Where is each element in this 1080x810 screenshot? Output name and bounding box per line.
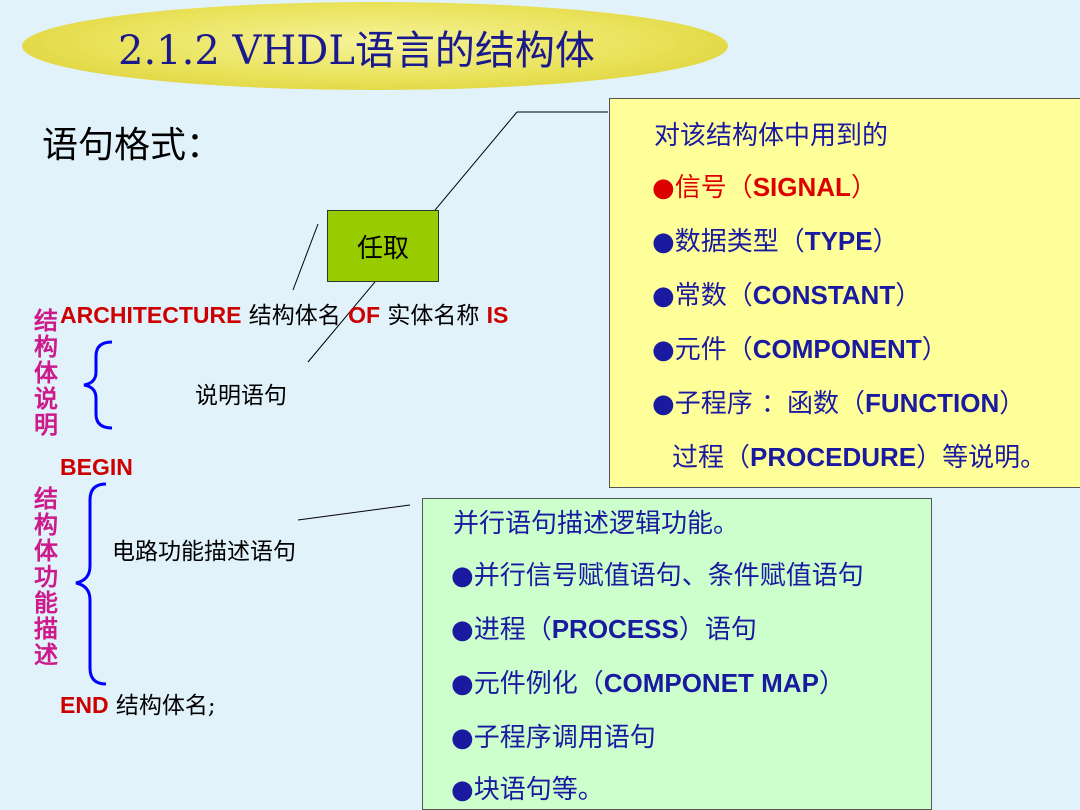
declaration-item: ●信号（SIGNAL） — [652, 172, 877, 203]
function-item: ●子程序调用语句 — [451, 723, 656, 753]
end-architecture-name: 结构体名; — [108, 693, 216, 719]
declaration-item: ●数据类型（TYPE） — [652, 226, 899, 257]
title-banner — [22, 2, 728, 90]
page-title: 2.1.2 VHDL语言的结构体 — [118, 28, 595, 74]
function-item: ●进程（PROCESS）语句 — [451, 614, 757, 645]
function-brace — [75, 482, 107, 686]
end-keyword: END — [60, 692, 109, 718]
begin-keyword: BEGIN — [60, 454, 133, 480]
is-keyword: IS — [486, 302, 509, 328]
bullet-icon: ● — [652, 335, 675, 365]
function-item: ●元件例化（COMPONET MAP） — [451, 668, 845, 699]
declaration-info-box: 对该结构体中用到的 ●信号（SIGNAL） ●数据类型（TYPE） ●常数（CO… — [609, 98, 1080, 488]
bullet-icon: ● — [451, 615, 474, 645]
declaration-procedure-line: 过程（PROCEDURE）等说明。 — [672, 442, 1047, 473]
bullet-icon: ● — [652, 389, 675, 419]
bullet-icon: ● — [451, 669, 474, 699]
function-item: ●块语句等。 — [451, 775, 604, 805]
entity-name: 实体名称 — [380, 303, 487, 329]
architecture-keyword: ARCHITECTURE — [60, 302, 242, 328]
optional-connector-arch — [292, 223, 319, 291]
declaration-item: ●常数（CONSTANT） — [652, 280, 922, 311]
bullet-icon: ● — [451, 561, 474, 591]
format-label: 语句格式： — [42, 125, 223, 166]
declaration-item: ●元件（COMPONENT） — [652, 334, 948, 365]
func-connector — [297, 504, 411, 521]
of-keyword: OF — [348, 302, 381, 328]
bullet-icon: ● — [652, 227, 675, 257]
bullet-icon: ● — [652, 281, 675, 311]
side-label-declaration: 结 构 体 说 明 — [34, 306, 58, 439]
optional-label: 任取 — [356, 233, 409, 264]
architecture-line: ARCHITECTURE 结构体名 OF 实体名称 IS — [60, 296, 508, 330]
function-item: ●并行信号赋值语句、条件赋值语句 — [451, 561, 864, 591]
declaration-intro: 对该结构体中用到的 — [654, 121, 889, 151]
declaration-statement: 说明语句 — [195, 383, 287, 409]
bullet-icon: ● — [451, 723, 474, 753]
architecture-name: 结构体名 — [241, 303, 349, 329]
function-info-box: 并行语句描述逻辑功能。 ●并行信号赋值语句、条件赋值语句 ●进程（PROCESS… — [422, 498, 932, 810]
side-label-function: 结 构 体 功 能 描 述 — [34, 484, 58, 669]
declaration-item: ●子程序 ：函数（FUNCTION） — [652, 388, 1026, 419]
optional-box: 任取 — [327, 210, 439, 282]
function-statement: 电路功能描述语句 — [112, 539, 296, 565]
end-line: END 结构体名; — [60, 686, 216, 720]
bullet-icon: ● — [451, 775, 474, 805]
begin-line: BEGIN — [60, 454, 133, 481]
function-intro: 并行语句描述逻辑功能。 — [453, 509, 740, 539]
declaration-brace — [83, 340, 113, 430]
bullet-icon: ● — [652, 173, 675, 203]
